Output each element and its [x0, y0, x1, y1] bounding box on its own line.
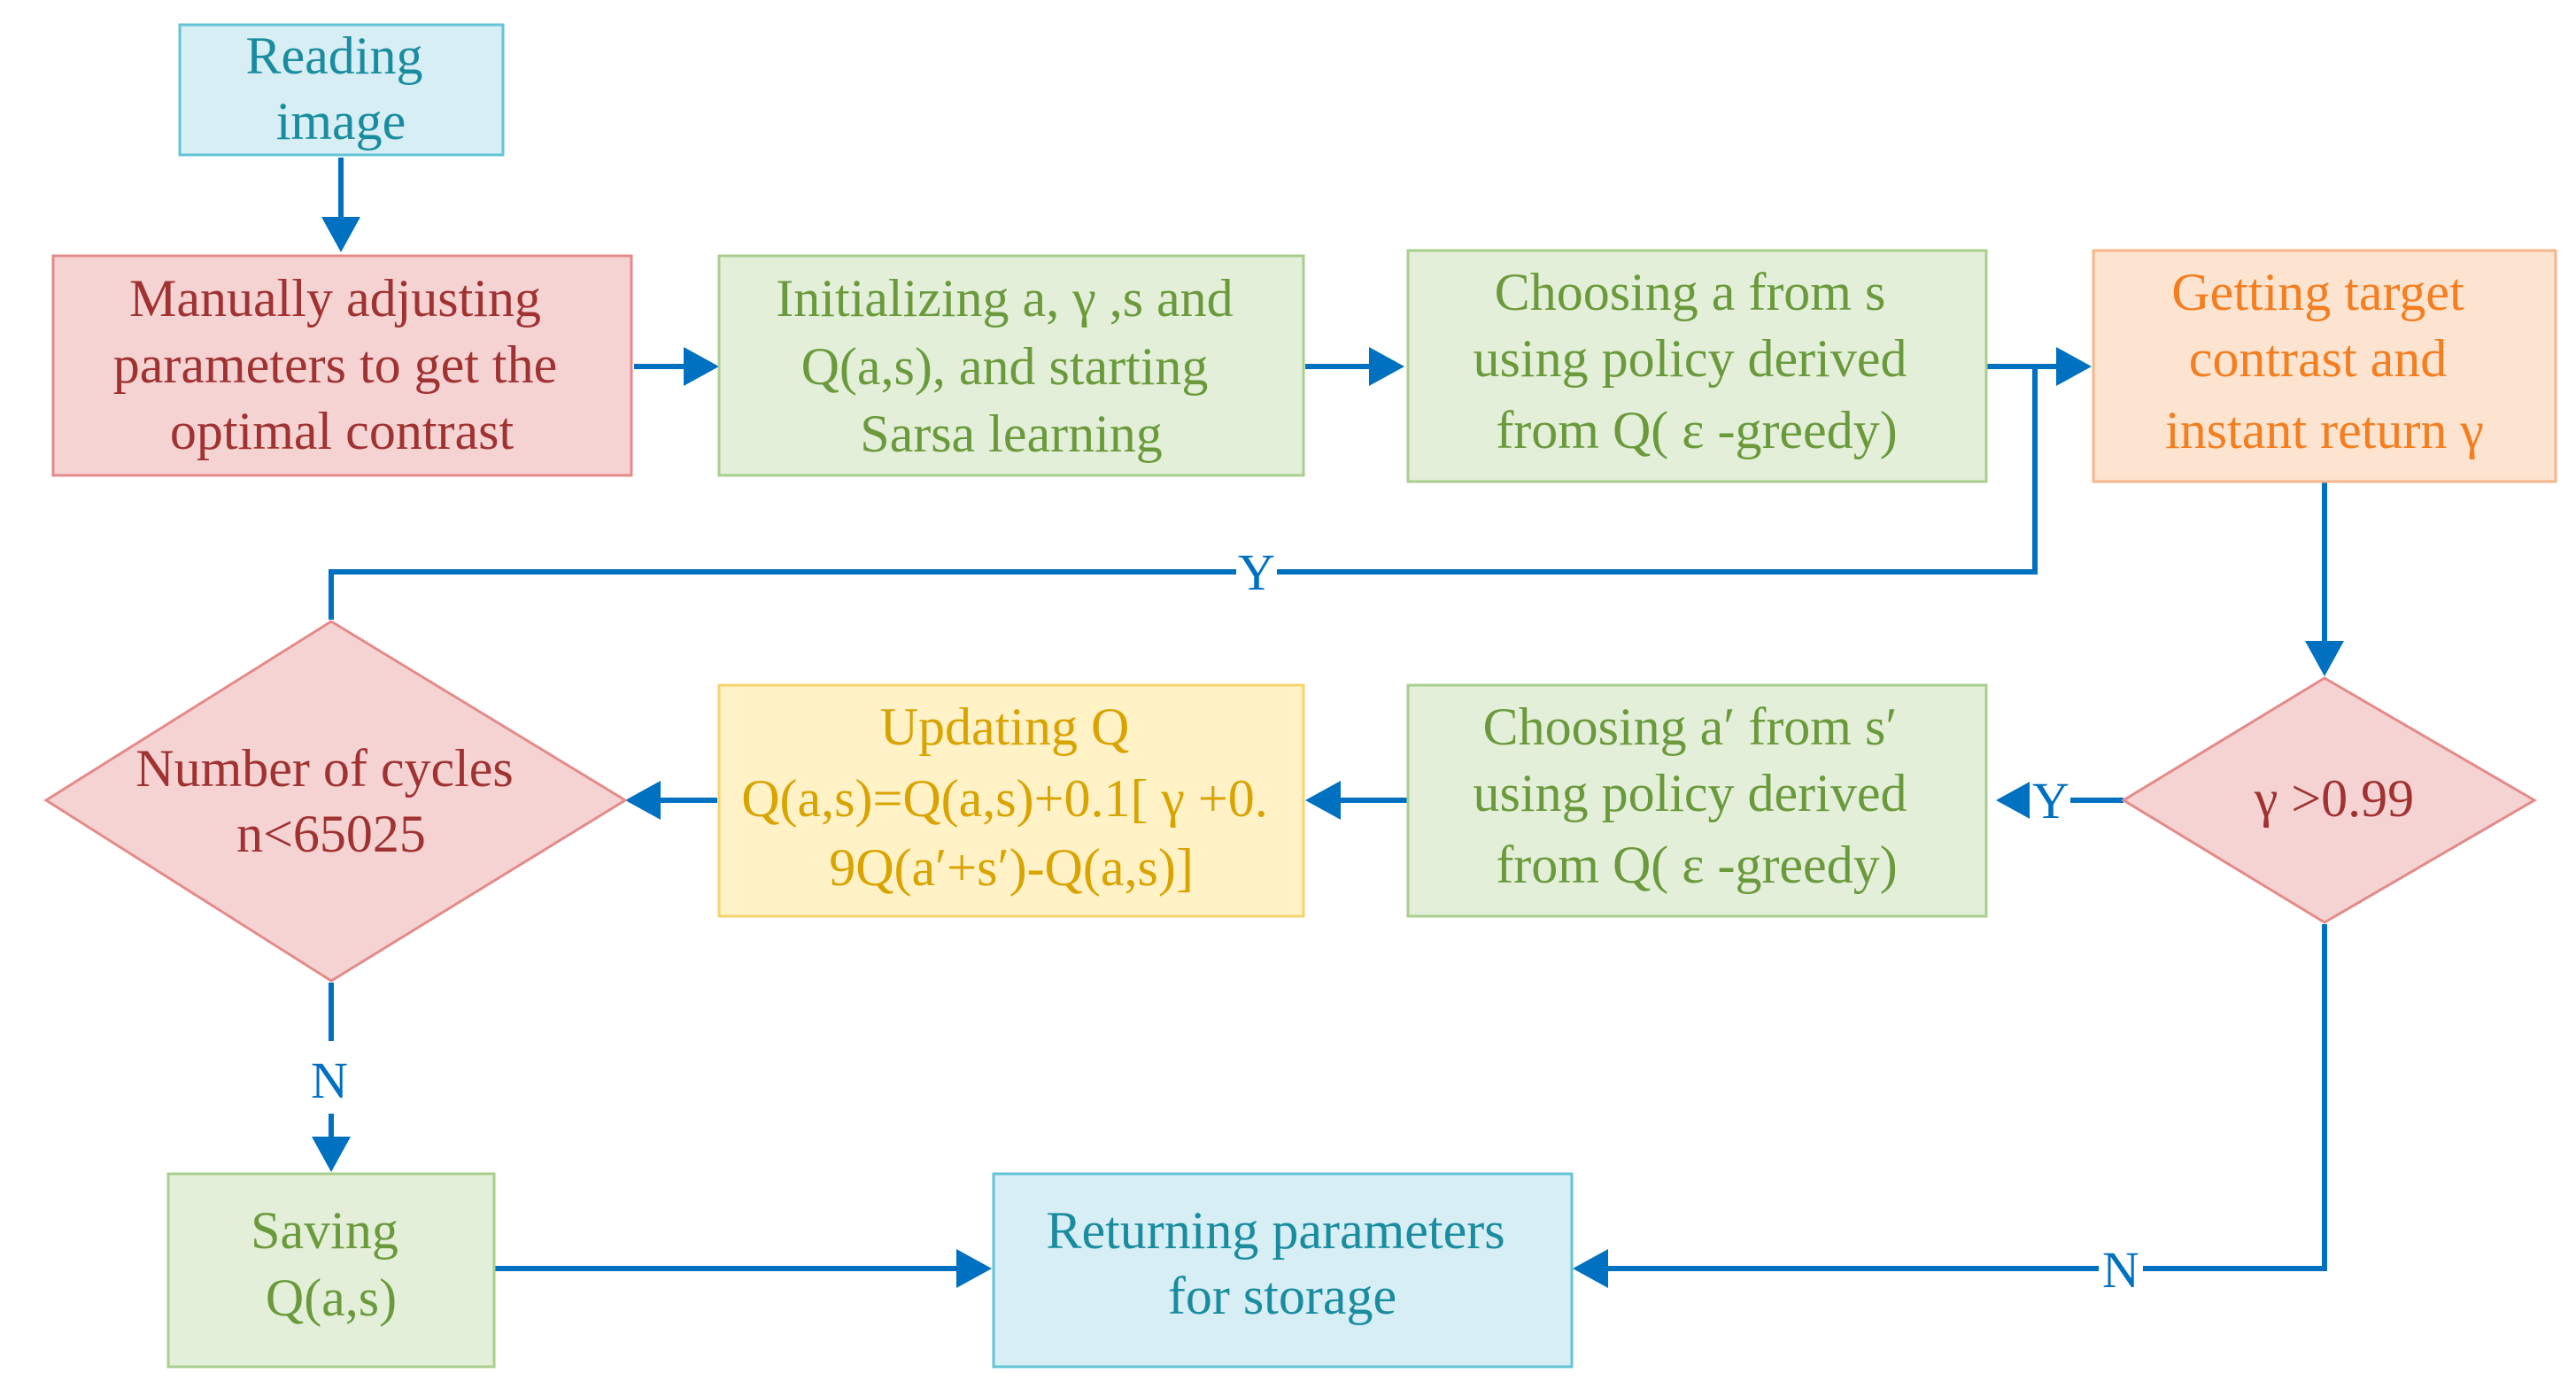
arrowhead [1996, 781, 2031, 820]
node-cycles-check: Number of cycles n<65025 [43, 620, 628, 983]
node-reading-image: Reading image [178, 23, 505, 157]
node-text: Choosing a′ from s′ using policy derived… [1474, 698, 1921, 894]
arrowhead [321, 217, 360, 252]
arrowhead [1369, 347, 1404, 386]
arrowhead [625, 781, 661, 820]
arrowhead [2305, 641, 2344, 676]
label-bg [2099, 1241, 2143, 1298]
node-text: Initializing a, γ ,s and Q(a,s), and sta… [776, 269, 1246, 463]
node-initializing: Initializing a, γ ,s and Q(a,s), and sta… [717, 254, 1305, 477]
node-manual-adjust: Manually adjusting parameters to get the… [51, 254, 633, 477]
edge-labels: Y Y N N [311, 544, 2143, 1299]
node-saving-q: Saving Q(a,s) [166, 1172, 496, 1369]
node-text: Getting target contrast and instant retu… [2165, 263, 2484, 459]
label-bg [1236, 544, 1277, 600]
edge-label-gamma-no: N [2102, 1241, 2139, 1299]
node-text: Updating Q Q(a,s)=Q(a,s)+0.1[ γ +0. 9Q(a… [741, 698, 1281, 897]
node-text: Reading image [246, 27, 437, 150]
node-choosing-a-prime: Choosing a′ from s′ using policy derived… [1406, 683, 1988, 918]
node-text: Number of cycles n<65025 [135, 739, 527, 863]
box-shape [717, 254, 1305, 477]
node-getting-target: Getting target contrast and instant retu… [2092, 249, 2557, 483]
arrowhead [1573, 1249, 1608, 1288]
box-shape [2092, 249, 2557, 483]
label-bg [2030, 772, 2070, 829]
node-returning: Returning parameters for storage [992, 1172, 1574, 1369]
box-shape [51, 254, 633, 477]
node-gamma-check: γ >0.99 [2121, 676, 2537, 924]
node-choosing-a: Choosing a from s using policy derived f… [1406, 249, 1988, 483]
edge-label-loop-yes: Y [1238, 544, 1275, 601]
edge-label-cycles-no: N [311, 1052, 348, 1109]
arrow-gamma-to-returning [1605, 924, 2327, 1271]
box-shape [992, 1172, 1574, 1369]
edge-label-gamma-yes: Y [2032, 772, 2069, 829]
node-updating-q: Updating Q Q(a,s)=Q(a,s)+0.1[ γ +0. 9Q(a… [717, 683, 1305, 918]
box-shape [178, 23, 505, 157]
arrowhead [1305, 781, 1341, 820]
connectors [312, 158, 2344, 1288]
arrowhead [2056, 347, 2092, 386]
node-text: Manually adjusting parameters to get the… [113, 269, 570, 460]
box-shape [717, 683, 1305, 918]
box-shape [166, 1172, 496, 1369]
node-text: Choosing a from s using policy derived f… [1474, 263, 1921, 459]
arrowhead [956, 1249, 992, 1288]
arrowhead [684, 347, 719, 386]
box-shape [1406, 683, 1988, 918]
arrowhead [312, 1137, 351, 1172]
node-text: Saving Q(a,s) [251, 1201, 412, 1327]
loop-back-path [329, 366, 2038, 620]
node-text: γ >0.99 [2254, 769, 2414, 828]
diamond-shape [43, 620, 628, 983]
diamond-shape [2121, 676, 2537, 924]
node-text: Returning parameters for storage [1046, 1201, 1518, 1325]
box-shape [1406, 249, 1988, 483]
